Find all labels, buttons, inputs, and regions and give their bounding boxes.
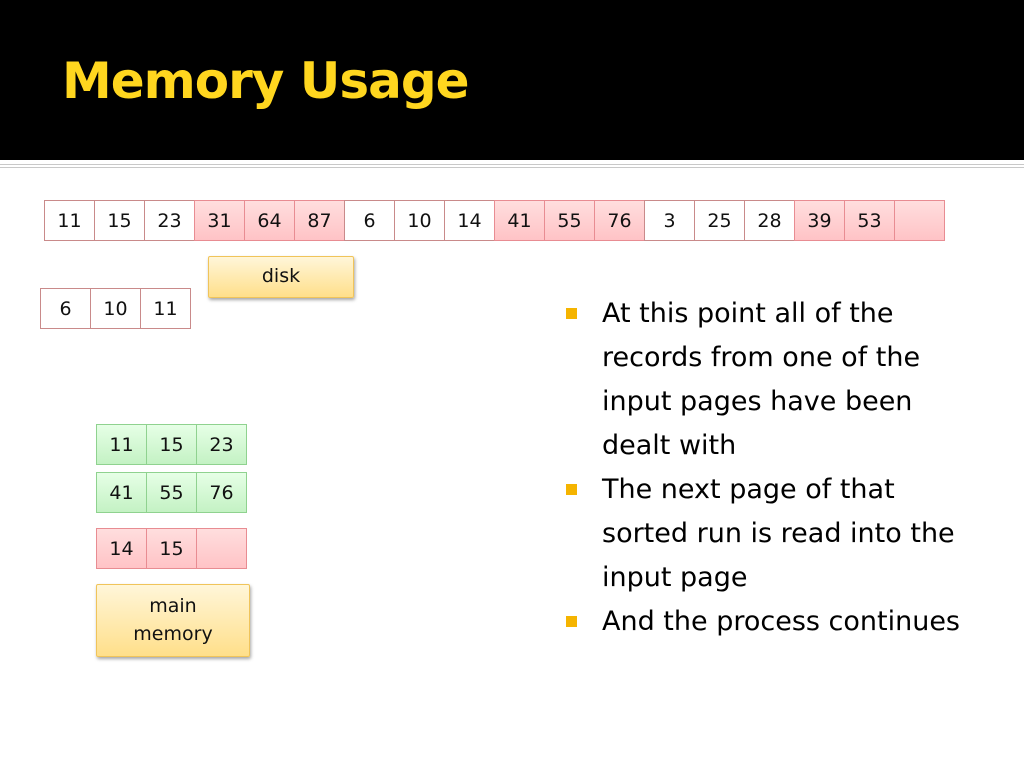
disk-cell: 3 — [644, 200, 695, 241]
bullet-item: At this point all of the records from on… — [566, 292, 986, 468]
disk-cell: 76 — [594, 200, 645, 241]
disk-cell: 39 — [794, 200, 845, 241]
memory-cell: 55 — [146, 472, 197, 513]
output-cell: 10 — [90, 288, 141, 329]
main-memory-label: main memory — [133, 594, 213, 645]
disk-cell: 53 — [844, 200, 895, 241]
disk-cell: 15 — [94, 200, 145, 241]
disk-label-box: disk — [208, 256, 354, 298]
memory-cell: 41 — [96, 472, 147, 513]
disk-cell: 11 — [44, 200, 95, 241]
square-bullet-icon — [566, 484, 577, 495]
disk-cell: 87 — [294, 200, 345, 241]
disk-cell: 23 — [144, 200, 195, 241]
header-band: Memory Usage — [0, 0, 1024, 160]
header-rule-top — [0, 164, 1024, 165]
memory-cell: 23 — [196, 424, 247, 465]
disk-label: disk — [261, 265, 301, 288]
bullet-text: The next page of that sorted run is read… — [602, 474, 955, 593]
header-rule-bottom — [0, 167, 1024, 168]
disk-cell: 25 — [694, 200, 745, 241]
disk-cell — [894, 200, 945, 241]
bullet-item: The next page of that sorted run is read… — [566, 468, 986, 600]
bullet-item: And the process continues — [566, 600, 986, 644]
disk-cell: 6 — [344, 200, 395, 241]
bullet-text: And the process continues — [602, 606, 961, 637]
output-cell: 6 — [40, 288, 91, 329]
bullet-text: At this point all of the records from on… — [602, 298, 921, 461]
memory-cell: 76 — [196, 472, 247, 513]
square-bullet-icon — [566, 616, 577, 627]
memory-cell — [196, 528, 247, 569]
memory-cell: 11 — [96, 424, 147, 465]
disk-cell: 10 — [394, 200, 445, 241]
disk-cell: 41 — [494, 200, 545, 241]
main-memory-label-box: main memory — [96, 584, 250, 657]
memory-cell: 15 — [146, 424, 197, 465]
slide-title: Memory Usage — [62, 52, 470, 110]
memory-cell: 14 — [96, 528, 147, 569]
disk-cell: 28 — [744, 200, 795, 241]
disk-cell: 55 — [544, 200, 595, 241]
memory-cell: 15 — [146, 528, 197, 569]
disk-cell: 14 — [444, 200, 495, 241]
disk-cell: 64 — [244, 200, 295, 241]
output-cell: 11 — [140, 288, 191, 329]
square-bullet-icon — [566, 308, 577, 319]
disk-cell: 31 — [194, 200, 245, 241]
bullet-list: At this point all of the records from on… — [566, 292, 986, 644]
